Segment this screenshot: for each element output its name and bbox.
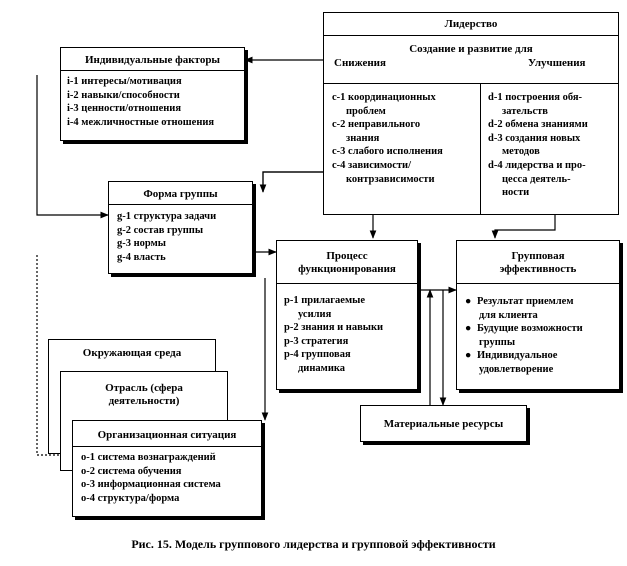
leadership-left-head: Снижения [334, 57, 386, 69]
list-item: знания [346, 132, 380, 144]
list-item: цесса деятель- [502, 173, 571, 185]
list-item: o-2 система обучения [81, 465, 182, 477]
list-item: Индивидуальное [477, 350, 558, 362]
list-item: g-1 структура задачи [117, 211, 217, 222]
effectiveness-title-line2: эффективность [499, 263, 577, 275]
list-item: усилия [298, 308, 332, 320]
industry-title-line2: деятельности) [108, 395, 180, 407]
group-form-list: g-1 структура задачи g-2 состав группы g… [117, 210, 216, 264]
bullet-icon: ● [465, 350, 472, 362]
list-item: g-3 нормы [117, 238, 166, 250]
individual-title: Индивидуальные факторы [84, 54, 221, 66]
arrow-leadership-to-groupform [259, 171, 323, 193]
list-item: g-2 состав группы [117, 224, 204, 236]
list-item: p-4 групповая [284, 349, 351, 361]
list-item: p-3 стратегия [284, 335, 349, 347]
bullet-icon: ● [465, 323, 472, 335]
list-item: o-4 структура/форма [81, 492, 180, 504]
process-title-line2: функционирования [298, 263, 396, 275]
leadership-subtitle: Создание и развитие для [409, 43, 533, 55]
list-item: удовлетворение [479, 363, 554, 375]
leadership-left-list: c-1 координационных проблем c-2 неправил… [332, 91, 443, 186]
effectiveness-list: ● Результат приемлем для клиента ● Будущие… [465, 295, 583, 377]
effectiveness-box: Групповая эффективность ● Результат прием… [456, 240, 620, 390]
list-item: c-4 зависимости/ [332, 159, 411, 171]
org-situation-box: Организационная ситуация o-1 система воз… [72, 420, 262, 517]
material-title: Материальные ресурсы [383, 418, 504, 430]
list-item: проблем [346, 105, 386, 117]
list-item: i-1 интересы/мотивация [67, 76, 182, 87]
effectiveness-title-line1: Групповая [511, 250, 565, 262]
list-item: динамика [298, 362, 346, 374]
figure-caption: Рис. 15. Модель группового лидерства и г… [131, 537, 496, 551]
arrow-individual-to-groupform [36, 75, 109, 219]
leadership-right-head: Улучшения [528, 57, 586, 69]
list-item: ности [502, 187, 530, 199]
bullet-icon: ● [465, 296, 472, 307]
group-form-box: Форма группы g-1 структура задачи g-2 со… [108, 181, 253, 274]
list-item: группы [479, 336, 516, 348]
list-item: Результат приемлем [477, 296, 574, 307]
leadership-title: Лидерство [444, 18, 498, 30]
list-item: c-1 координационных [332, 92, 436, 103]
list-item: o-3 информационная система [81, 479, 221, 491]
list-item: p-2 знания и навыки [284, 322, 384, 334]
list-item: Будущие возможности [477, 323, 583, 335]
process-list: p-1 прилагаемые усилия p-2 знания и навы… [284, 294, 383, 376]
list-item: зательств [502, 105, 548, 117]
list-item: g-4 власть [117, 251, 166, 263]
list-item: i-2 навыки/способности [67, 89, 180, 101]
individual-list: i-1 интересы/мотивация i-2 навыки/способ… [67, 75, 214, 129]
list-item: d-2 обмена знаниями [488, 119, 588, 131]
leadership-right-list: d-1 построения обя- зательств d-2 обмена… [488, 91, 588, 200]
process-title-line1: Процесс [326, 250, 368, 262]
org-list: o-1 система вознаграждений o-2 система о… [81, 451, 221, 505]
individual-factors-box: Индивидуальные факторы i-1 интересы/моти… [60, 47, 245, 141]
list-item: o-1 система вознаграждений [81, 452, 216, 463]
list-item: p-1 прилагаемые [284, 295, 365, 306]
list-item: c-2 неправильного [332, 119, 421, 131]
list-item: контрзависимости [346, 173, 435, 185]
arrow-leadership-to-org [262, 171, 323, 192]
list-item: i-4 межличностные отношения [67, 116, 215, 128]
process-box: Процесс функционирования p-1 прилагаемые… [276, 240, 418, 390]
list-item: методов [502, 146, 540, 158]
group-form-title: Форма группы [143, 188, 218, 200]
environment-title: Окружающая среда [82, 347, 182, 359]
list-item: d-3 создания новых [488, 132, 581, 144]
list-item: i-3 ценности/отношения [67, 103, 182, 115]
arrow-leadership-to-effectiveness [491, 215, 556, 239]
list-item: d-1 построения обя- [488, 92, 583, 103]
list-item: для клиента [479, 309, 538, 321]
org-title: Организационная ситуация [97, 429, 237, 441]
leadership-box: Лидерство Создание и развитие для Снижен… [323, 12, 619, 215]
material-resources-box: Материальные ресурсы [360, 405, 527, 442]
industry-title-line1: Отрасль (сфера [105, 382, 183, 394]
list-item: d-4 лидерства и про- [488, 159, 586, 171]
list-item: c-3 слабого исполнения [332, 146, 443, 158]
